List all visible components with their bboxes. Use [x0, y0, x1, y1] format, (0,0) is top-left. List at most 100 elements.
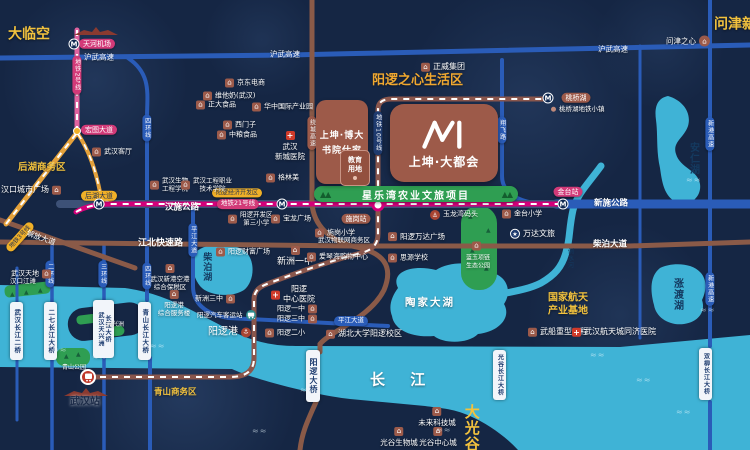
building-icon: ⌂: [315, 228, 324, 238]
map-pill-label: 施岗站: [341, 213, 371, 225]
map-text-label: 大临空: [8, 26, 50, 43]
poi-label-line: 技术学院: [199, 185, 226, 193]
anchor-icon: ⚓: [430, 210, 440, 220]
railway-station-icon: [80, 369, 96, 385]
poi-label: 武汉新城医院: [275, 142, 305, 162]
map-text-label: 倒水河: [566, 248, 574, 269]
building-icon: ⌂: [169, 290, 179, 299]
building-icon: ⌂: [223, 120, 232, 130]
poi: 新洲三中⌂: [195, 294, 235, 304]
shangkun-logo-icon: [422, 120, 462, 149]
poi-label: 宝龙广场: [283, 214, 311, 223]
poi-label: 桃桥湖地铁小镇: [559, 104, 605, 113]
map-text-label: 国家航天产业基地: [548, 293, 588, 318]
map-text-label: 沪武高速: [84, 52, 114, 62]
poi-label: 武汉航天城同济医院: [584, 326, 656, 336]
bridge-name: 双柳长江大桥: [702, 353, 710, 395]
poi-label: 武汉物联网商务区: [318, 235, 370, 244]
poi: ⌂武汉客厅: [92, 147, 132, 157]
poi: ⌂阳逻二小: [265, 328, 305, 338]
poi-label: 阳逻万达广场: [400, 232, 445, 242]
poi-label: 正大食品: [208, 100, 236, 109]
poi: 问津之心⌂: [666, 35, 710, 47]
map-pill-label: 平江大道: [334, 316, 368, 326]
poi: ⌂格林美: [266, 173, 299, 183]
yangtze-river: [0, 285, 750, 450]
map-pill-label: 三环线: [98, 260, 108, 288]
poi: 汉口城市广场⌂: [1, 185, 61, 195]
wave-icon: ≈≈: [700, 305, 716, 315]
map-pill-label: 后湖大道: [81, 190, 117, 202]
poi: +阳逻中心医院: [271, 285, 315, 306]
poi-label-line: 武汉生物: [162, 176, 188, 185]
poi: ⌂京东电商: [225, 78, 265, 88]
lake: [651, 264, 706, 325]
map-pill-label: 金台站: [553, 186, 583, 198]
education-land-label: 教育用地: [348, 155, 362, 173]
poi-label: 玉龙湾码头: [443, 210, 478, 219]
poi: ⌂思源学校: [388, 253, 428, 263]
poi: ⌂武汉新港空港综合保税区: [151, 264, 190, 292]
hospital-cross-icon: +: [285, 131, 295, 140]
poi-label: 未来科技城: [418, 418, 456, 427]
map-pill-label: 新港高速: [705, 272, 715, 306]
tree-icon: ▲: [486, 227, 491, 234]
map-text-label: 沪武高速: [270, 49, 300, 59]
poi-label: 正威集团: [433, 61, 465, 71]
map-pill-label: 桃桥湖: [561, 92, 591, 104]
map-pill-label: 地铁21号线: [216, 199, 260, 209]
poi-label: 湖北大学阳逻校区: [338, 328, 402, 338]
building-icon: ⌂: [307, 252, 316, 262]
map-pill-label: 天河机场: [79, 38, 115, 50]
map-pill-label: 四环线: [142, 114, 152, 142]
poi: ⌂宝龙广场: [271, 214, 311, 224]
poi: + 武汉新城医院: [275, 131, 305, 162]
tree-icons: ▲▲: [501, 189, 513, 199]
metro-station-icon: M: [93, 198, 105, 210]
poi-label-line: 武汉: [282, 142, 298, 151]
building-icon: ⌂: [388, 253, 397, 263]
building-icon: ⌂: [308, 304, 317, 314]
bullet-dot-icon: [551, 106, 556, 112]
bus-icon: [245, 310, 256, 320]
poi: ⌂阳逻万达广场: [388, 232, 445, 242]
bridge-name: 青山长江大桥: [140, 308, 149, 354]
building-icon: ⌂: [326, 329, 335, 339]
poi: ⌂正威集团: [421, 62, 465, 72]
poi: ⌂: [472, 241, 481, 251]
text-line: 生态公园: [466, 262, 491, 269]
road: [0, 42, 750, 61]
map-text-label: 阳逻之心生活区: [372, 72, 464, 88]
building-icon: ⌂: [216, 247, 225, 257]
wave-icon: ≈≈: [252, 426, 268, 436]
tree-icon: ▲: [64, 353, 69, 360]
building-icon: ⌂: [225, 78, 234, 88]
park: [76, 314, 97, 325]
building-icon: ⌂: [266, 173, 275, 183]
bodai-line1: 上坤·博大: [319, 131, 365, 141]
poi-label: 光谷中心城: [419, 438, 457, 447]
bridge-label: 青山长江大桥: [138, 302, 151, 360]
building-icon: ⌂: [421, 62, 430, 72]
poi-label: 光谷生物城: [380, 438, 418, 447]
wave-icon: ≈≈: [300, 385, 316, 395]
poi-label: 金台小学: [514, 209, 542, 218]
text-line: 国家航天: [548, 292, 588, 304]
poi-label: 阳逻三中: [277, 314, 305, 323]
building-icon: ⌂: [502, 209, 511, 219]
tree-icon: ▲: [76, 351, 81, 358]
poi-label: 武汉客厅: [104, 147, 132, 156]
agritourism-project-banner: ▲▲ 星乐湾农业文旅项目 ▲▲: [314, 186, 518, 202]
poi-label: 阳逻一中: [277, 304, 305, 313]
hospital-cross-icon: +: [572, 327, 581, 337]
building-icon: ⌂: [228, 214, 237, 224]
map-pill-label: 地铁10号线: [373, 111, 383, 155]
map-text-label: 江北快速路: [138, 238, 184, 249]
map-pill-label: 新港高速: [705, 117, 715, 151]
poi: ⌂维他奶(武汉): [203, 91, 256, 101]
map-pill-label: 绕城高速: [307, 116, 317, 150]
tree-icon: ▲: [470, 247, 475, 254]
poi-label: 维他奶(武汉): [215, 91, 256, 100]
tree-icon: ▲: [484, 265, 489, 272]
tree-icon: ▲: [468, 213, 473, 220]
